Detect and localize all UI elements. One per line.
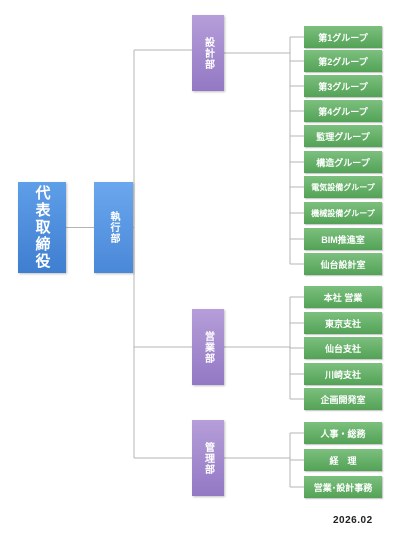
representative-director-box: 代表取締役 (18, 182, 66, 273)
accounting-box: 経 理 (304, 449, 382, 471)
bim-promotion-office-label: BIM推進室 (321, 234, 365, 245)
sales-department-box: 営業部 (192, 309, 224, 385)
sales-department-label: 営業部 (202, 330, 214, 364)
supervision-group-box: 監理グループ (304, 125, 382, 147)
hr-general-affairs-label: 人事・総務 (320, 428, 366, 439)
sendai-design-office-box: 仙台設計室 (304, 253, 382, 275)
kawasaki-branch-box: 川崎支社 (304, 363, 382, 385)
planning-development-office-box: 企画開発室 (304, 388, 382, 410)
design-group-1-label: 第1グループ (318, 32, 368, 43)
supervision-group-label: 監理グループ (316, 131, 370, 142)
design-department-box: 設計部 (192, 15, 224, 91)
revision-date: 2026.02 (333, 515, 373, 526)
structure-group-label: 構造グループ (316, 157, 370, 168)
design-group-4-label: 第4グループ (318, 106, 368, 117)
mechanical-equipment-group-box: 機械設備グループ (304, 202, 382, 224)
design-group-3-label: 第3グループ (318, 81, 368, 92)
sales-design-clerical-box: 営業･設計事務 (304, 476, 382, 498)
design-group-2-box: 第2グループ (304, 50, 382, 72)
sales-design-clerical-label: 営業･設計事務 (313, 482, 373, 493)
electrical-equipment-group-label: 電気設備グループ (311, 182, 375, 192)
mechanical-equipment-group-label: 機械設備グループ (311, 208, 375, 218)
structure-group-box: 構造グループ (304, 151, 382, 173)
tokyo-branch-label: 東京支社 (324, 318, 361, 329)
executive-office-label: 執行部 (108, 211, 119, 244)
hr-general-affairs-box: 人事・総務 (304, 422, 382, 444)
head-office-sales-box: 本社 営業 (304, 286, 382, 308)
planning-development-office-label: 企画開発室 (320, 394, 366, 405)
design-group-4-box: 第4グループ (304, 100, 382, 122)
design-group-1-box: 第1グループ (304, 26, 382, 48)
electrical-equipment-group-box: 電気設備グループ (304, 176, 382, 198)
kawasaki-branch-label: 川崎支社 (324, 369, 361, 380)
accounting-label: 経 理 (329, 455, 357, 466)
sendai-branch-box: 仙台支社 (304, 337, 382, 359)
administration-department-label: 管理部 (202, 441, 214, 475)
design-group-3-box: 第3グループ (304, 75, 382, 97)
sendai-branch-label: 仙台支社 (324, 343, 361, 354)
executive-office-box: 執行部 (94, 182, 133, 273)
administration-department-box: 管理部 (192, 420, 224, 496)
head-office-sales-label: 本社 営業 (323, 292, 363, 303)
tokyo-branch-box: 東京支社 (304, 312, 382, 334)
sendai-design-office-label: 仙台設計室 (320, 259, 366, 270)
design-department-label: 設計部 (202, 36, 214, 70)
design-group-2-label: 第2グループ (318, 56, 368, 67)
bim-promotion-office-box: BIM推進室 (304, 228, 382, 250)
representative-director-label: 代表取締役 (33, 185, 51, 270)
